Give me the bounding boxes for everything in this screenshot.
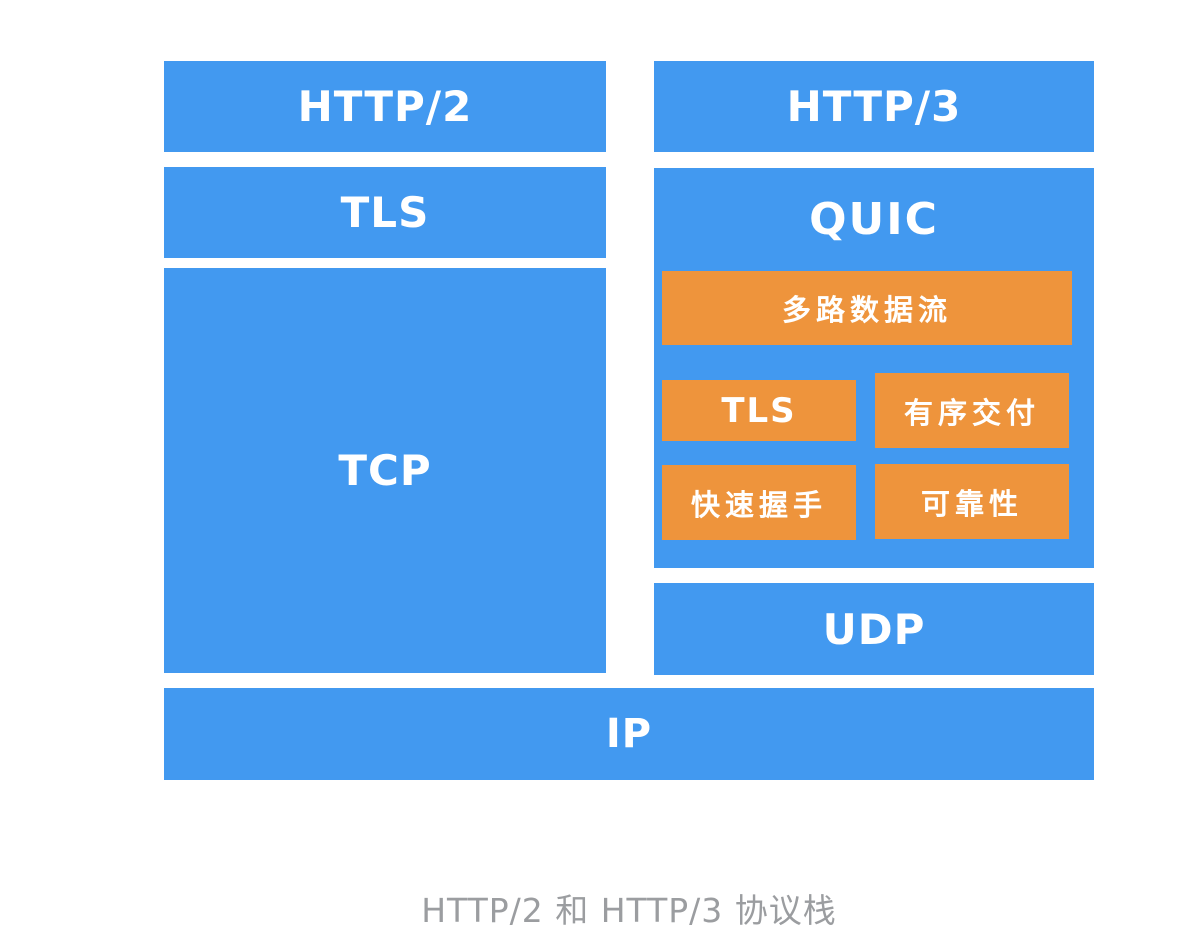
tcp-layer-box: TCP	[164, 268, 606, 673]
quic-layer-box: QUIC 多路数据流 TLS 有序交付 快速握手 可靠性	[654, 168, 1094, 568]
http3-layer-box: HTTP/3	[654, 61, 1094, 152]
quic-label: QUIC	[809, 194, 939, 245]
http2-layer-box: HTTP/2	[164, 61, 606, 152]
quic-feature-multiplexed-streams: 多路数据流	[662, 271, 1072, 345]
quic-feature-ordered-delivery: 有序交付	[875, 373, 1069, 448]
quic-feature-reliability: 可靠性	[875, 464, 1069, 539]
quic-feature-fast-handshake: 快速握手	[662, 465, 856, 540]
ip-layer-box: IP	[164, 688, 1094, 780]
diagram-caption: HTTP/2 和 HTTP/3 协议栈	[421, 891, 837, 930]
tls-layer-box: TLS	[164, 167, 606, 258]
udp-layer-box: UDP	[654, 583, 1094, 675]
quic-feature-tls: TLS	[662, 380, 856, 441]
